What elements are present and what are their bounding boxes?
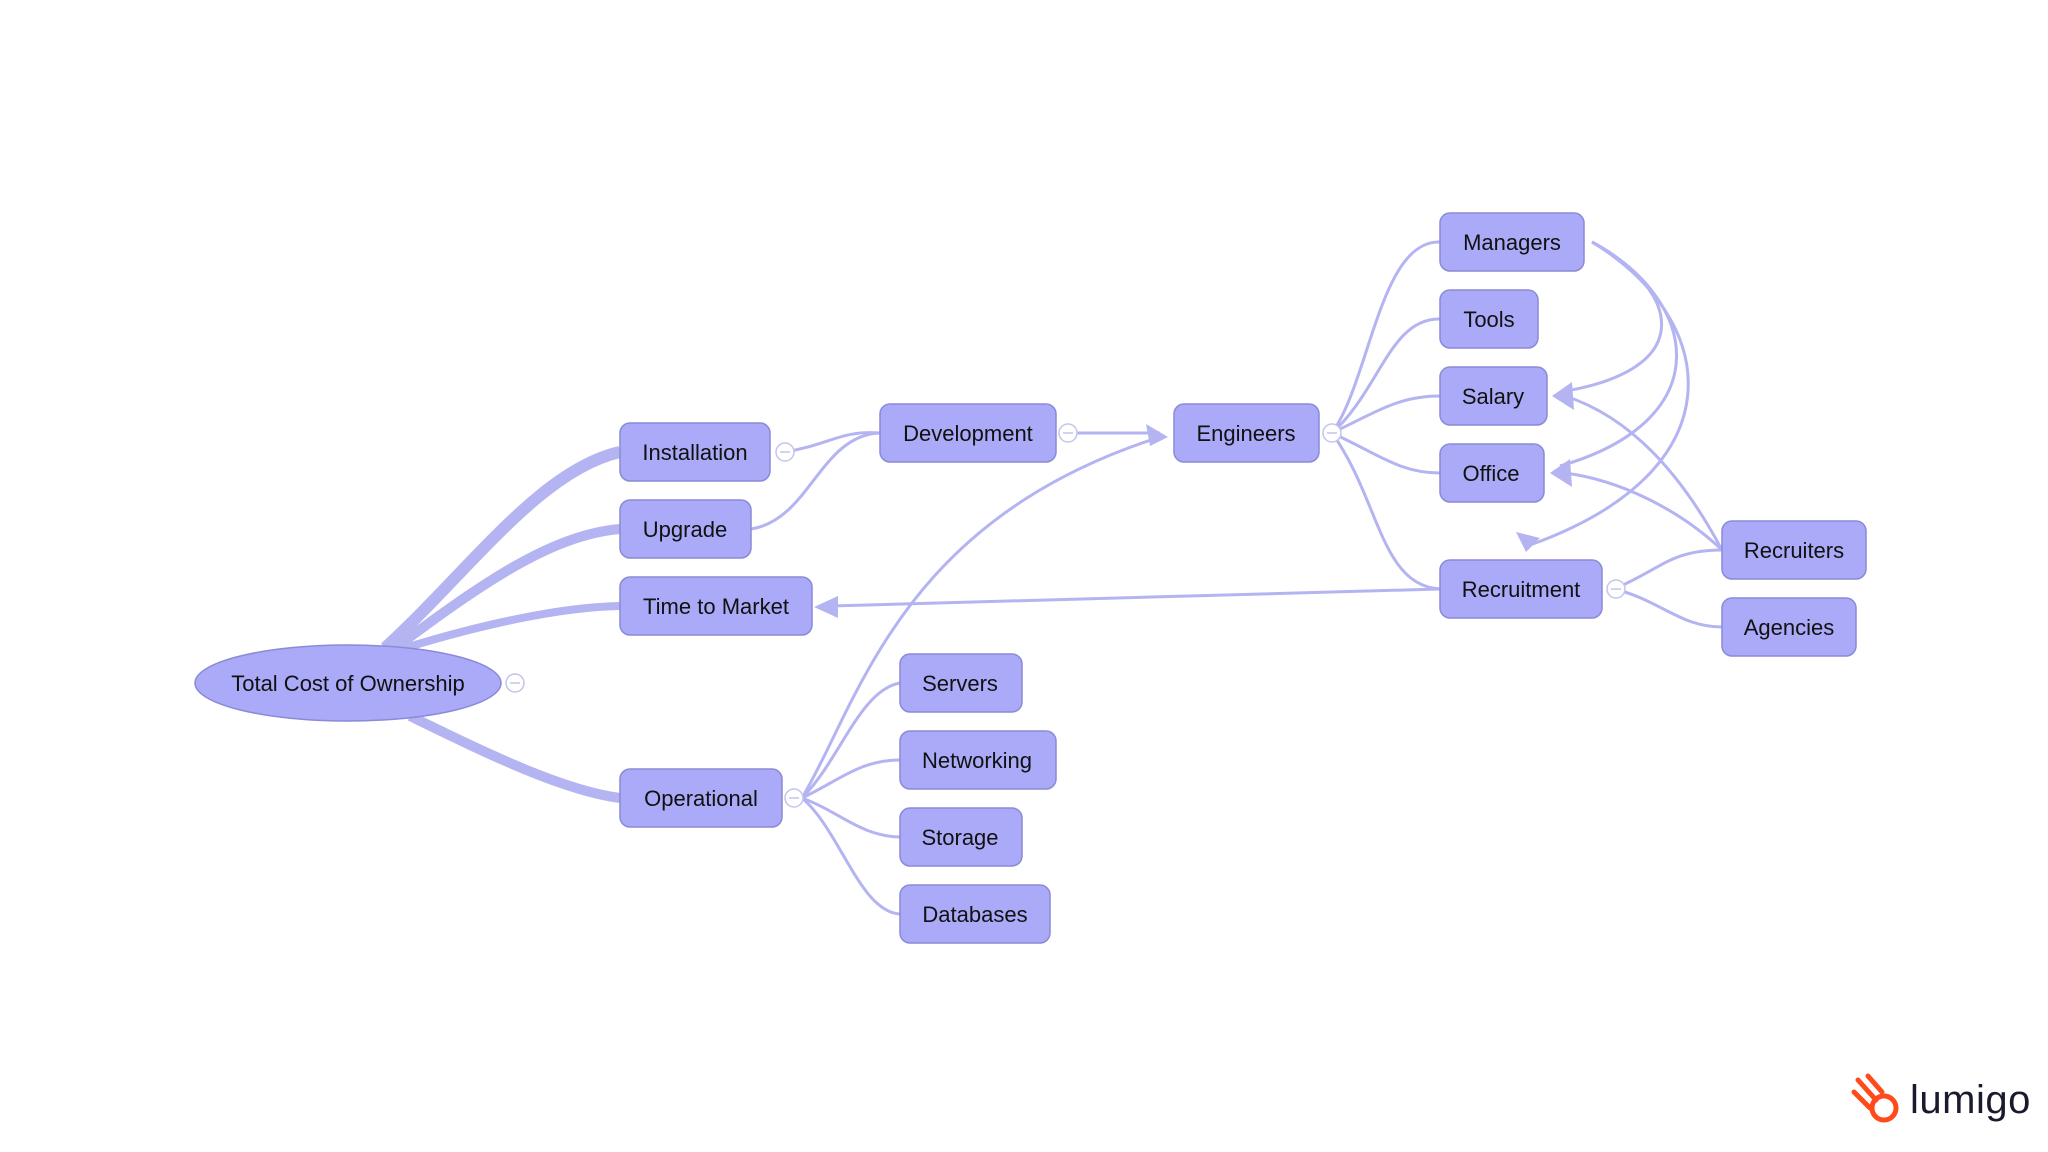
node-recruitment-label: Recruitment [1462, 577, 1581, 602]
node-operational[interactable]: Operational [619, 768, 783, 828]
node-time-to-market-label: Time to Market [643, 594, 789, 619]
edge-root-installation [380, 446, 622, 653]
collapse-toggle-root[interactable] [505, 673, 525, 693]
root-node-shape [194, 644, 502, 722]
edge-managers-recruitment [1529, 240, 1690, 547]
root-edges [380, 446, 622, 803]
node-operational-label: Operational [644, 786, 758, 811]
arrowhead-salary [1552, 382, 1574, 410]
node-installation[interactable]: Installation [619, 422, 771, 482]
collapse-toggle-development[interactable] [1058, 423, 1078, 443]
edge-operational-storage [801, 796, 901, 839]
node-networking[interactable]: Networking [899, 730, 1057, 790]
node-servers[interactable]: Servers [899, 653, 1023, 713]
edge-operational-databases [801, 796, 901, 916]
node-office-label: Office [1462, 461, 1519, 486]
collapse-toggle-engineers[interactable] [1322, 423, 1342, 443]
edge-engineers-salary [1331, 394, 1441, 435]
node-agencies[interactable]: Agencies [1721, 597, 1857, 657]
node-upgrade-label: Upgrade [643, 517, 727, 542]
edge-managers-office [1559, 240, 1678, 468]
edge-recruitment-agencies [1613, 587, 1723, 629]
edges [750, 240, 1724, 916]
edge-operational-servers [800, 681, 901, 800]
edge-engineers-office [1331, 431, 1441, 475]
edge-root-time-to-market [403, 602, 621, 652]
collapse-indicators [505, 423, 1626, 808]
brand-name: lumigo [1910, 1077, 2031, 1122]
node-storage-label: Storage [921, 825, 998, 850]
node-managers-label: Managers [1463, 230, 1561, 255]
node-development-label: Development [903, 421, 1033, 446]
edge-engineers-recruitment [1330, 432, 1441, 591]
node-development[interactable]: Development [879, 403, 1057, 463]
node-recruitment[interactable]: Recruitment [1439, 559, 1603, 619]
edge-recruiters-office [1564, 471, 1724, 552]
edge-recruitment-time-to-market [829, 587, 1441, 608]
node-tools[interactable]: Tools [1439, 289, 1539, 349]
edge-root-upgrade [392, 524, 621, 653]
node-engineers[interactable]: Engineers [1173, 403, 1320, 463]
node-networking-label: Networking [922, 748, 1032, 773]
lumigo-logo-icon [1851, 1073, 1899, 1123]
collapse-toggle-recruitment[interactable] [1606, 579, 1626, 599]
edge-operational-networking [801, 758, 901, 800]
arrowhead-engineers [1146, 424, 1168, 446]
arrowheads [814, 382, 1574, 618]
node-office[interactable]: Office [1439, 443, 1545, 503]
arrowhead-office [1550, 459, 1572, 487]
node-upgrade[interactable]: Upgrade [619, 499, 752, 559]
edge-engineers-managers [1330, 240, 1441, 434]
lumigo-brand: lumigo [1850, 1070, 2031, 1130]
node-recruiters[interactable]: Recruiters [1721, 520, 1867, 580]
node-time-to-market[interactable]: Time to Market [619, 576, 813, 636]
edge-upgrade-development [750, 431, 881, 531]
edge-engineers-tools [1330, 317, 1441, 435]
edge-installation-development [783, 431, 881, 454]
arrowhead-recruitment [1516, 532, 1540, 552]
node-salary[interactable]: Salary [1439, 366, 1548, 426]
node-salary-label: Salary [1462, 384, 1524, 409]
node-databases-label: Databases [922, 902, 1027, 927]
collapse-toggle-operational[interactable] [784, 788, 804, 808]
node-recruiters-label: Recruiters [1744, 538, 1844, 563]
node-servers-label: Servers [922, 671, 998, 696]
node-tools-label: Tools [1463, 307, 1514, 332]
arrowhead-time-to-market [814, 596, 838, 618]
root-node[interactable]: Total Cost of Ownership [194, 644, 502, 722]
edge-recruiters-salary [1564, 394, 1724, 551]
root-node-label: Total Cost of Ownership [231, 671, 465, 696]
node-agencies-label: Agencies [1744, 615, 1835, 640]
node-storage[interactable]: Storage [899, 807, 1023, 867]
node-installation-label: Installation [642, 440, 747, 465]
node-managers[interactable]: Managers [1439, 212, 1585, 272]
node-engineers-label: Engineers [1196, 421, 1295, 446]
edge-operational-engineers [800, 435, 1161, 799]
edge-root-operational [407, 711, 621, 803]
edge-recruitment-recruiters [1613, 548, 1723, 591]
node-databases[interactable]: Databases [899, 884, 1051, 944]
collapse-toggle-installation[interactable] [775, 442, 795, 462]
